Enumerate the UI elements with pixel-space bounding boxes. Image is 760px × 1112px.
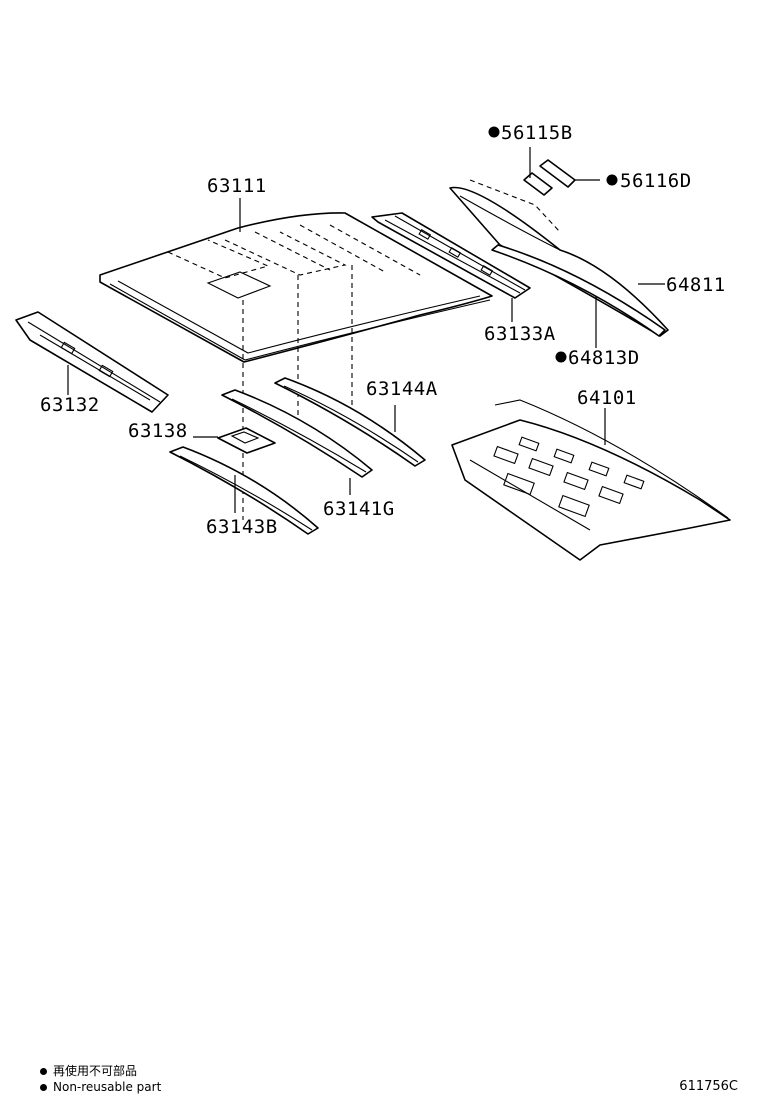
glass-clips [523,159,576,196]
legend-jp-text: 再使用不可部品 [53,1064,138,1078]
diagram-id: 611756C [679,1079,738,1094]
rear-roof-rail [371,212,531,299]
part-label-63138[interactable]: 63138 [128,420,188,442]
non-reusable-marker-56116D [606,174,618,186]
part-label-64811[interactable]: 64811 [666,274,726,296]
part-label-63132[interactable]: 63132 [40,394,100,416]
part-label-63143B[interactable]: 63143B [206,516,278,538]
part-label-63133A[interactable]: 63133A [484,323,556,345]
legend-en-text: Non-reusable part [53,1080,162,1094]
part-label-64101[interactable]: 64101 [577,387,637,409]
roof-reinforcement-plate [217,427,276,454]
non-reusable-marker-64813D [555,351,567,363]
package-tray-panel [451,399,731,561]
non-reusable-marker-56115B [488,126,500,138]
part-label-56115B[interactable]: 56115B [501,122,573,144]
part-label-63141G[interactable]: 63141G [323,498,395,520]
roof-bow-rear [274,377,426,467]
leader-lines [67,147,665,513]
part-label-63111[interactable]: 63111 [207,175,267,197]
part-label-63144A[interactable]: 63144A [366,378,438,400]
glass-weatherstrip [491,244,666,337]
front-roof-header [15,311,169,413]
part-label-64813D[interactable]: 64813D [568,347,640,369]
non-reusable-dot-icon [40,1068,47,1075]
part-label-56116D[interactable]: 56116D [620,170,692,192]
legend-english: Non-reusable part [40,1080,161,1094]
non-reusable-dot-icon [40,1084,47,1091]
roof-bow-center [221,389,373,478]
legend-japanese: 再使用不可部品 [40,1062,137,1079]
roof-bow-front [169,446,319,535]
